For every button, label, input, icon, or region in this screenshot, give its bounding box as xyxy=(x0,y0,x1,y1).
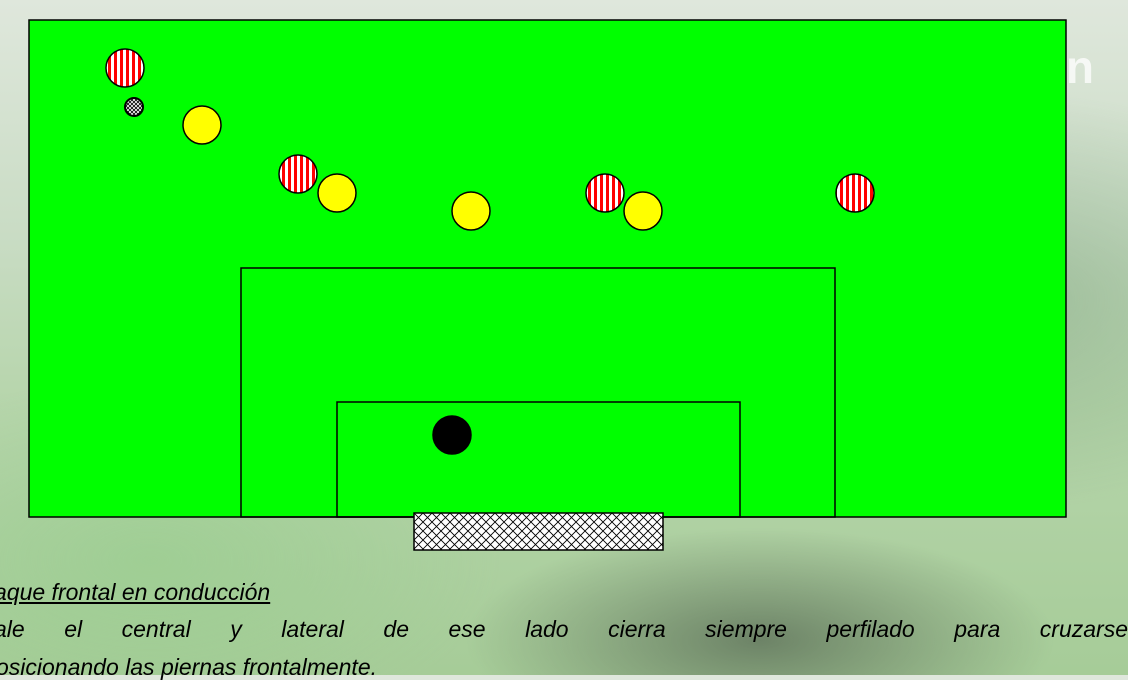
goal-net xyxy=(414,513,663,550)
yellow-player-1 xyxy=(183,106,221,144)
watermark-text: n xyxy=(1066,40,1094,94)
yellow-player-2 xyxy=(318,174,356,212)
caption-line-1: ale el central y lateral de ese lado cie… xyxy=(0,616,1128,642)
ball-icon xyxy=(125,98,143,116)
goalkeeper xyxy=(433,416,471,454)
striped-player-4 xyxy=(836,174,874,212)
caption-title: aque frontal en conducción xyxy=(0,579,270,605)
yellow-player-4 xyxy=(624,192,662,230)
yellow-player-3 xyxy=(452,192,490,230)
caption-line-2: osicionando las piernas frontalmente. xyxy=(0,654,377,680)
striped-player-1 xyxy=(106,49,144,87)
striped-player-3 xyxy=(586,174,624,212)
striped-player-2 xyxy=(279,155,317,193)
